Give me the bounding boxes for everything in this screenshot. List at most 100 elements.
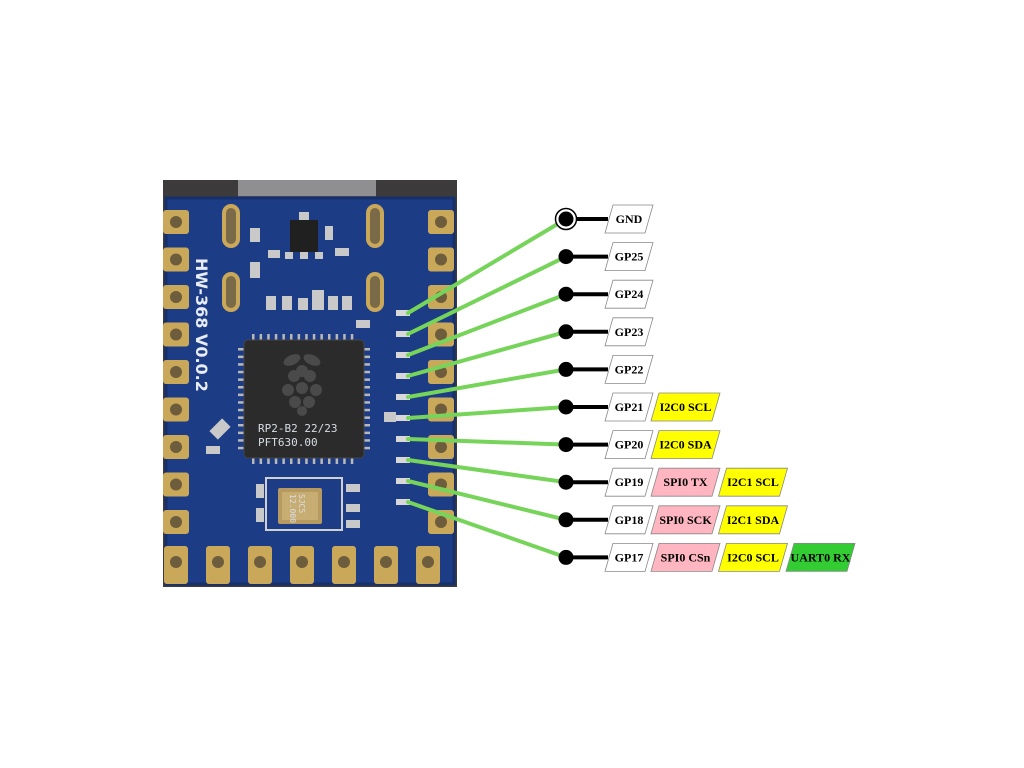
pin-function-uart-box [785,543,856,572]
pin-marker-dot [558,474,574,490]
pin-name-gp18-box [604,505,654,535]
pin-name-gnd: GND [604,204,654,234]
pin-name-gp21: GP21 [604,392,654,422]
pin-marker-dot [558,549,574,565]
raspberry-logo-icon [282,354,322,416]
leader-line [406,292,568,357]
pin-function-i2c-text: I2C1 SCL [727,475,779,489]
left-header-pads [163,210,189,534]
usb-connector [238,180,376,198]
pin-function-i2c-box [717,543,789,572]
pin-name-gp25-text: GP25 [615,250,644,264]
gpio-pad [396,499,410,505]
pin-function-spi-text: SPI0 CSn [661,550,711,564]
pin-name-gp18: GP18 [604,505,654,535]
board-illustration: RP2-B2 22/23 PFT630.00 HW-368 V0.0.2 12.… [163,180,457,587]
voltage-regulator [290,220,318,252]
pin-function-i2c: I2C0 SCL [717,543,789,572]
leader-line [406,479,568,522]
pin-function-spi: SPI0 TX [650,467,721,497]
pin-marker-dot [558,399,574,415]
pin-name-gp22: GP22 [604,354,654,384]
leader-line [406,367,568,399]
pin-name-gp24-text: GP24 [615,287,644,301]
leader-line [406,437,568,447]
pin-marker-dot [558,286,574,302]
pin-name-gp20-text: GP20 [615,438,644,452]
pin-name-gp20-box [604,430,654,460]
pin-name-gp23-box [604,317,654,347]
pin-function-i2c-text: I2C0 SCL [727,550,779,564]
pin-name-gnd-box [604,204,654,234]
crystal-marking-line1: 12.000 [288,494,297,523]
pin-name-gp21-text: GP21 [615,400,644,414]
pin-name-gp24-box [604,279,654,309]
pin-marker-dot [558,249,574,265]
leader-line [406,458,568,485]
pin-name-gp22-text: GP22 [615,362,644,376]
pin-function-i2c: I2C1 SCL [717,467,789,497]
pin-name-gp19-box [604,467,654,497]
pin-function-i2c-box [650,392,721,422]
pin-function-i2c-box [650,430,721,460]
pin-name-gp23: GP23 [604,317,654,347]
gpio-pad [396,310,410,316]
pin-function-spi-text: SPI0 SCK [659,513,712,527]
leader-line [406,329,568,378]
pin-function-i2c: I2C0 SCL [650,392,721,422]
gpio-pad [396,331,410,337]
gpio-pad [396,394,410,400]
gpio-pad [396,373,410,379]
leader-line [406,405,568,420]
pin-function-i2c: I2C1 SDA [717,505,789,535]
pin-function-spi-box [650,543,721,572]
pin-function-i2c: I2C0 SDA [650,430,721,460]
pin-name-gp19: GP19 [604,467,654,497]
pin-name-gp23-text: GP23 [615,325,644,339]
pin-marker-dot [558,437,574,453]
passive-components [206,226,396,528]
pin-name-gp25-box [604,242,654,272]
pin-leaders [406,217,568,560]
pin-function-i2c-box [717,467,789,497]
pin-function-spi: SPI0 SCK [650,505,721,535]
pin-function-uart: UART0 RX [785,543,856,572]
pin-function-spi-box [650,467,721,497]
leader-line [406,500,568,560]
pin-name-gp22-box [604,354,654,384]
pin-function-i2c-text: I2C0 SCL [660,400,712,414]
chip-marking-line2: PFT630.00 [258,436,318,449]
pin-name-gp17-box [604,543,654,572]
gpio-pad [396,478,410,484]
pin-name-gp24: GP24 [604,279,654,309]
pin-function-spi-box [650,505,721,535]
gpio-pad [396,457,410,463]
pin-marker-dot [558,211,574,227]
board-model-label: HW-368 V0.0.2 [192,258,211,392]
pin-marker-dot [558,512,574,528]
leader-line [406,254,568,336]
crystal-marking-line2: SJC5 [297,494,306,513]
pin-name-gp19-text: GP19 [615,475,644,489]
pin-function-i2c-text: I2C1 SDA [727,513,780,527]
pin-name-gp25: GP25 [604,242,654,272]
pin-name-gp20: GP20 [604,430,654,460]
pin-name-gp17-text: GP17 [615,550,644,564]
leader-line [406,217,568,315]
pin-function-uart-text: UART0 RX [791,550,851,564]
pin-marker-dot [558,361,574,377]
pin-function-spi-text: SPI0 TX [663,475,707,489]
chip-pins [238,334,370,464]
pin-name-gp17: GP17 [604,543,654,572]
gpio-pad [396,415,410,421]
pin-marker-dot [558,324,574,340]
bottom-header-pads [164,546,440,584]
pin-name-gp21-box [604,392,654,422]
pin-markers [554,207,608,565]
gpio-pad [396,352,410,358]
pin-name-gnd-text: GND [616,212,643,226]
pin-function-i2c-text: I2C0 SDA [659,438,712,452]
gpio-pad [396,436,410,442]
